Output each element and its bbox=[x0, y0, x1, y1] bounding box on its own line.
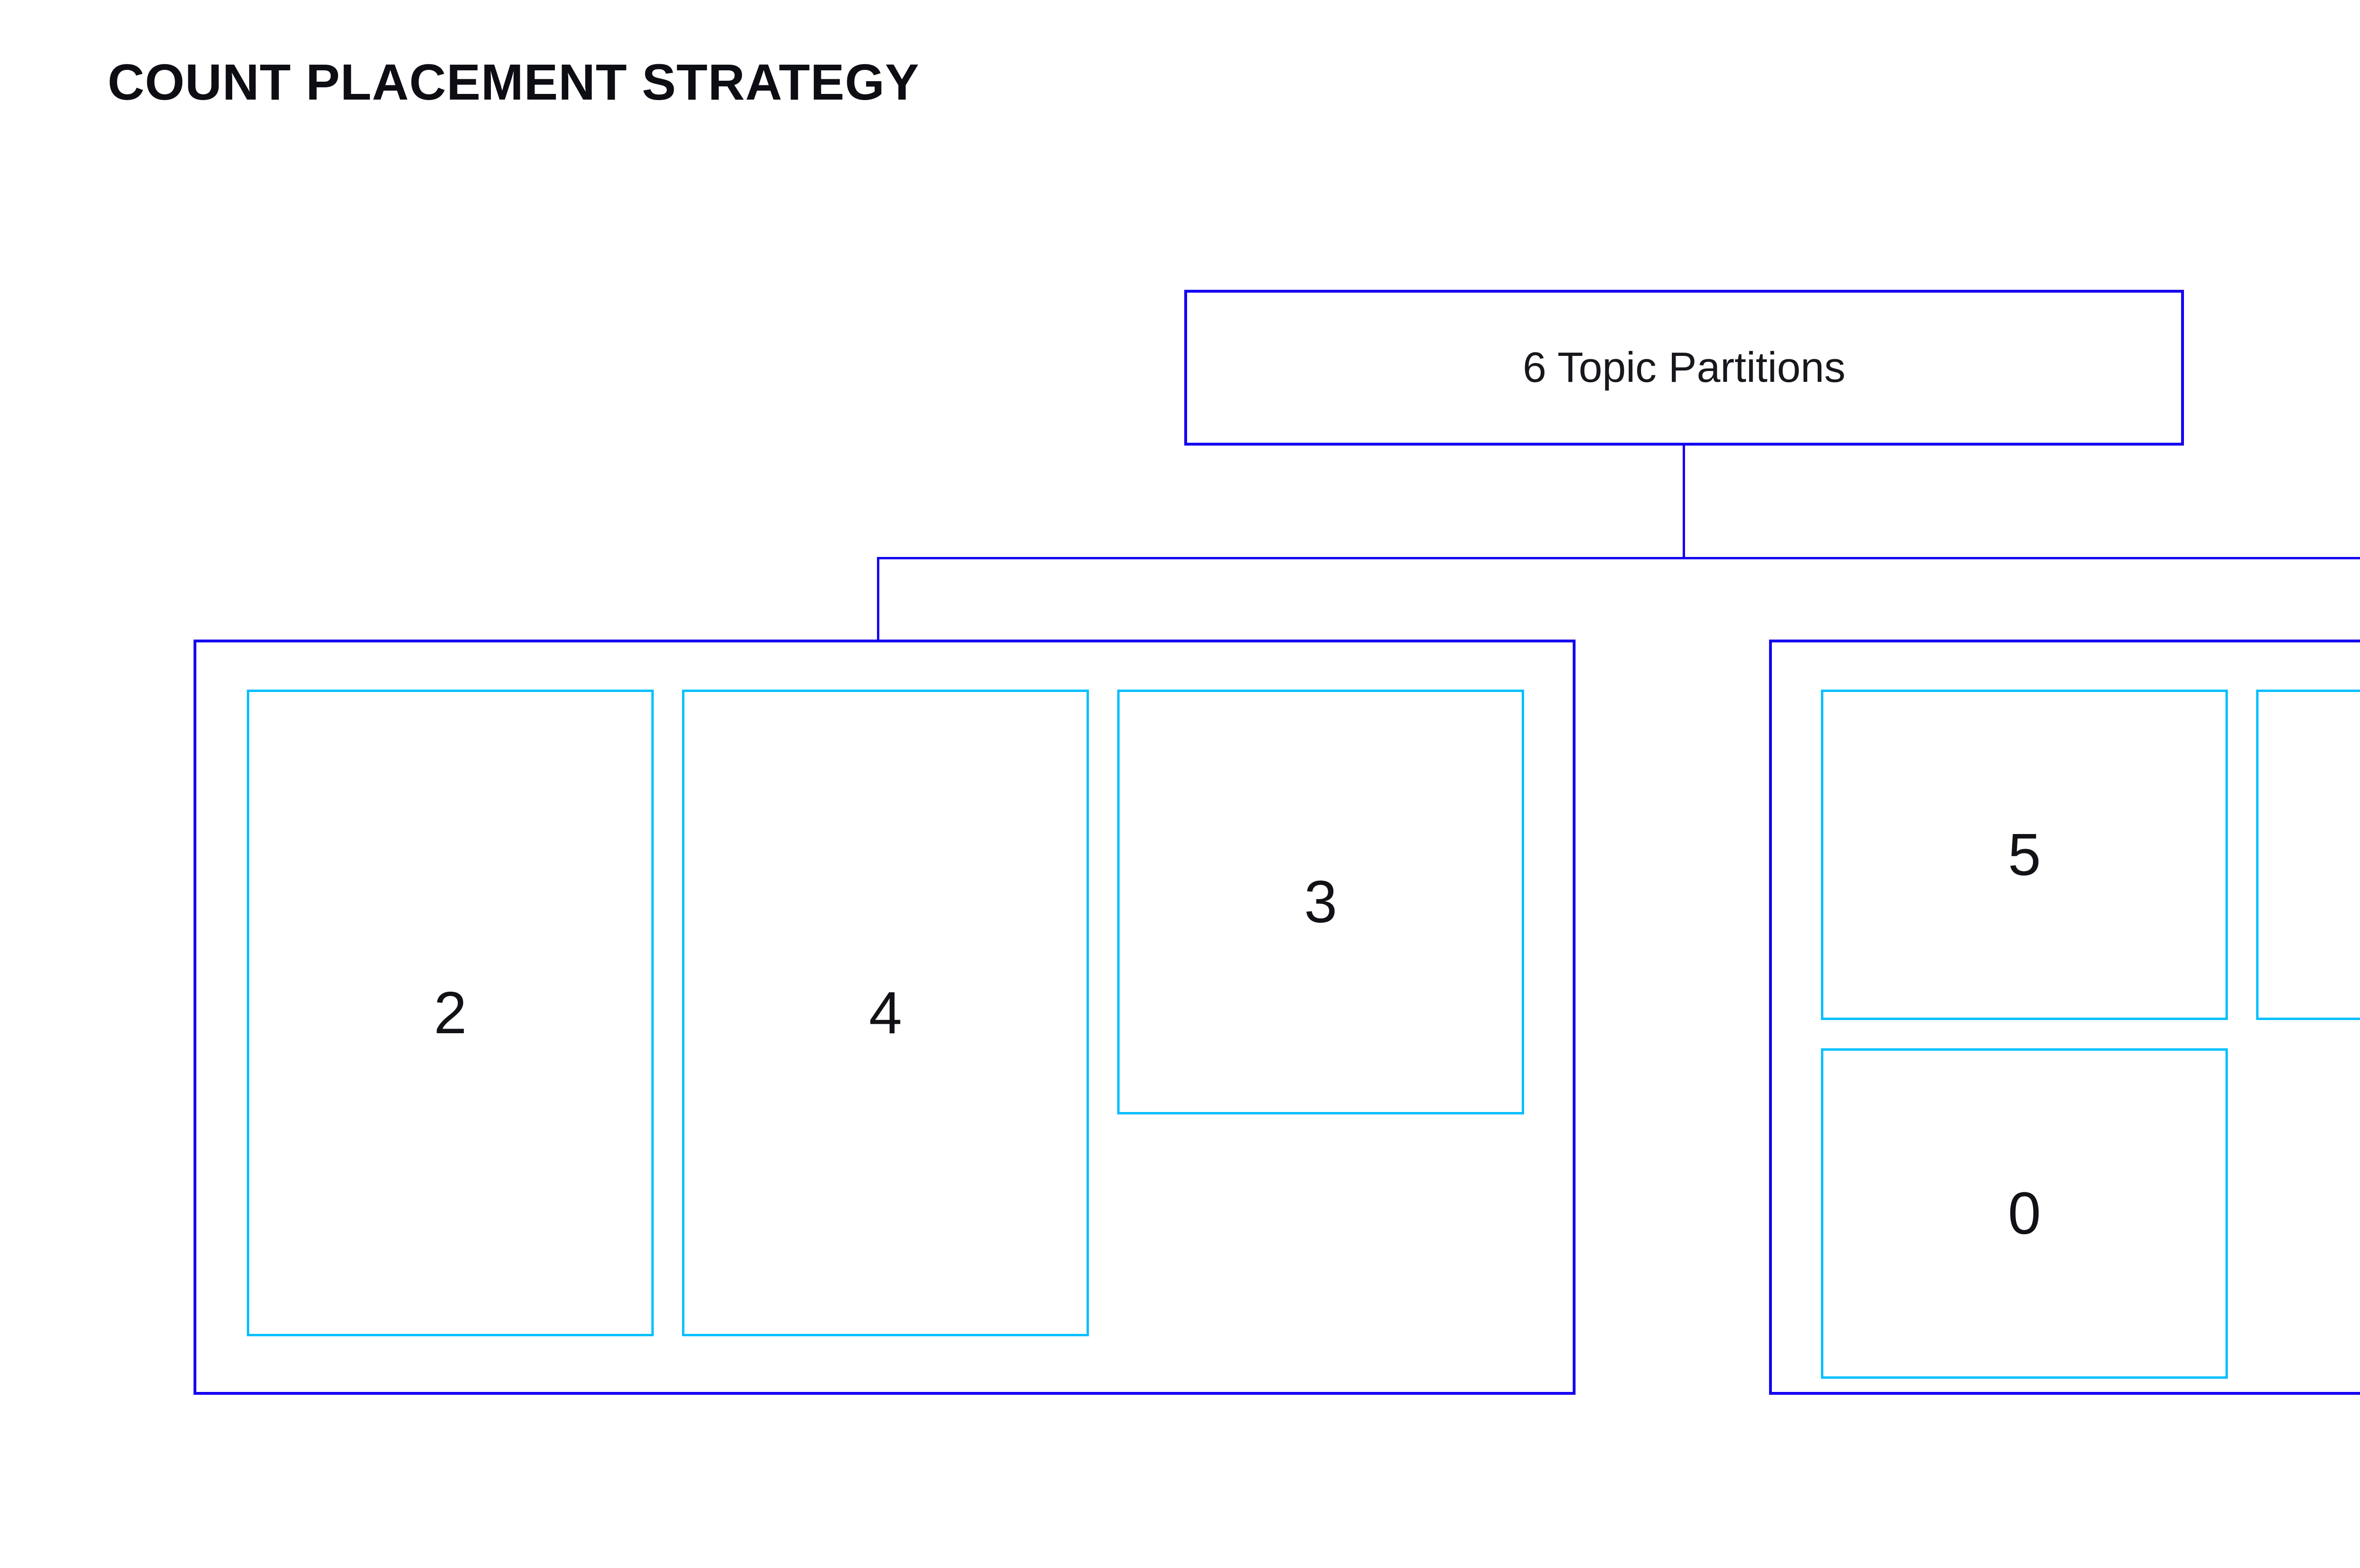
page-title: COUNT PLACEMENT STRATEGY bbox=[108, 53, 919, 110]
partition-label-5: 5 bbox=[2007, 821, 2041, 888]
connector-split-bus bbox=[877, 557, 2360, 559]
partition-box-5[interactable]: 5 bbox=[1821, 690, 2228, 1020]
partition-label-3: 3 bbox=[1304, 868, 1338, 935]
partition-box-1[interactable]: 1 bbox=[2256, 690, 2360, 1020]
connector-left-branch bbox=[877, 557, 879, 641]
root-node-label: 6 Topic Partitions bbox=[1523, 344, 1846, 391]
root-node-topic-partitions[interactable]: 6 Topic Partitions bbox=[1184, 290, 2184, 446]
partition-label-2: 2 bbox=[433, 979, 467, 1046]
partition-box-0[interactable]: 0 bbox=[1821, 1048, 2228, 1379]
partition-box-4[interactable]: 4 bbox=[682, 690, 1089, 1336]
consumer-group-left[interactable]: 2 4 3 bbox=[194, 640, 1576, 1395]
partition-box-2[interactable]: 2 bbox=[247, 690, 654, 1336]
consumer-group-right[interactable]: 5 1 0 bbox=[1769, 640, 2360, 1395]
partition-label-0: 0 bbox=[2007, 1180, 2041, 1247]
partition-box-3[interactable]: 3 bbox=[1117, 690, 1524, 1114]
connector-root-stem bbox=[1683, 446, 1685, 558]
partition-label-4: 4 bbox=[868, 979, 902, 1046]
